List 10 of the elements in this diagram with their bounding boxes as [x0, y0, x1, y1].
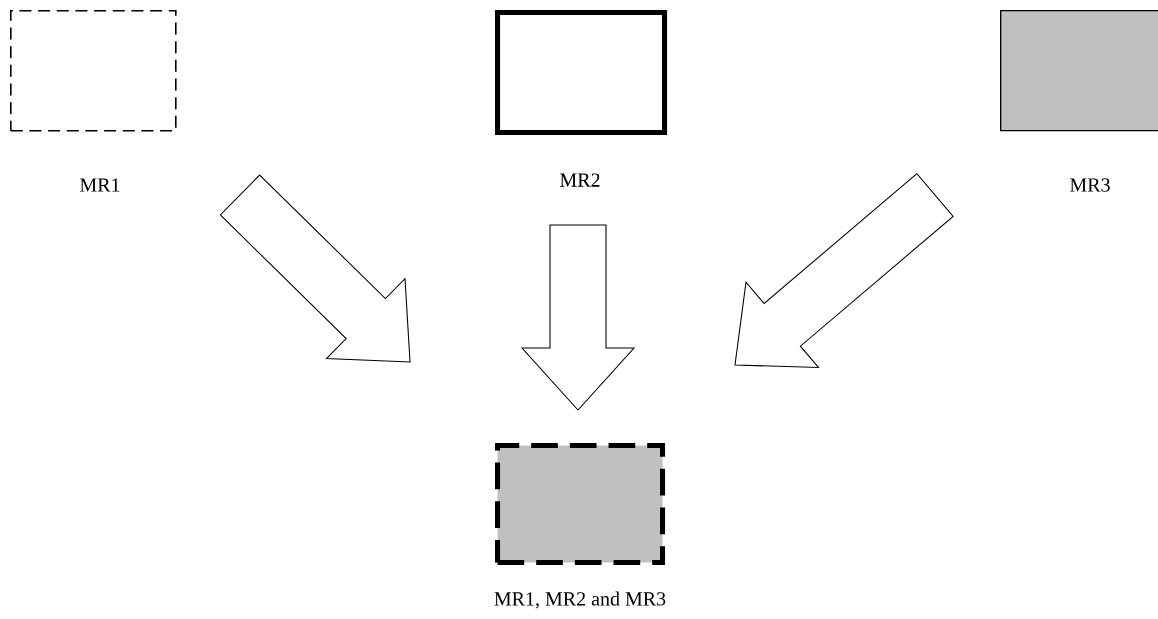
- box-caption: MR1: [80, 178, 120, 192]
- box: [495, 443, 666, 566]
- box: [1000, 10, 1158, 132]
- box: [10, 10, 177, 132]
- box-caption: MR1, MR2 and MR3: [494, 591, 666, 609]
- box: [495, 10, 668, 136]
- box-caption: MR3: [1070, 178, 1110, 192]
- box-caption: MR2: [560, 173, 600, 187]
- block-arrow: [520, 224, 636, 411]
- block-arrow: [219, 174, 411, 363]
